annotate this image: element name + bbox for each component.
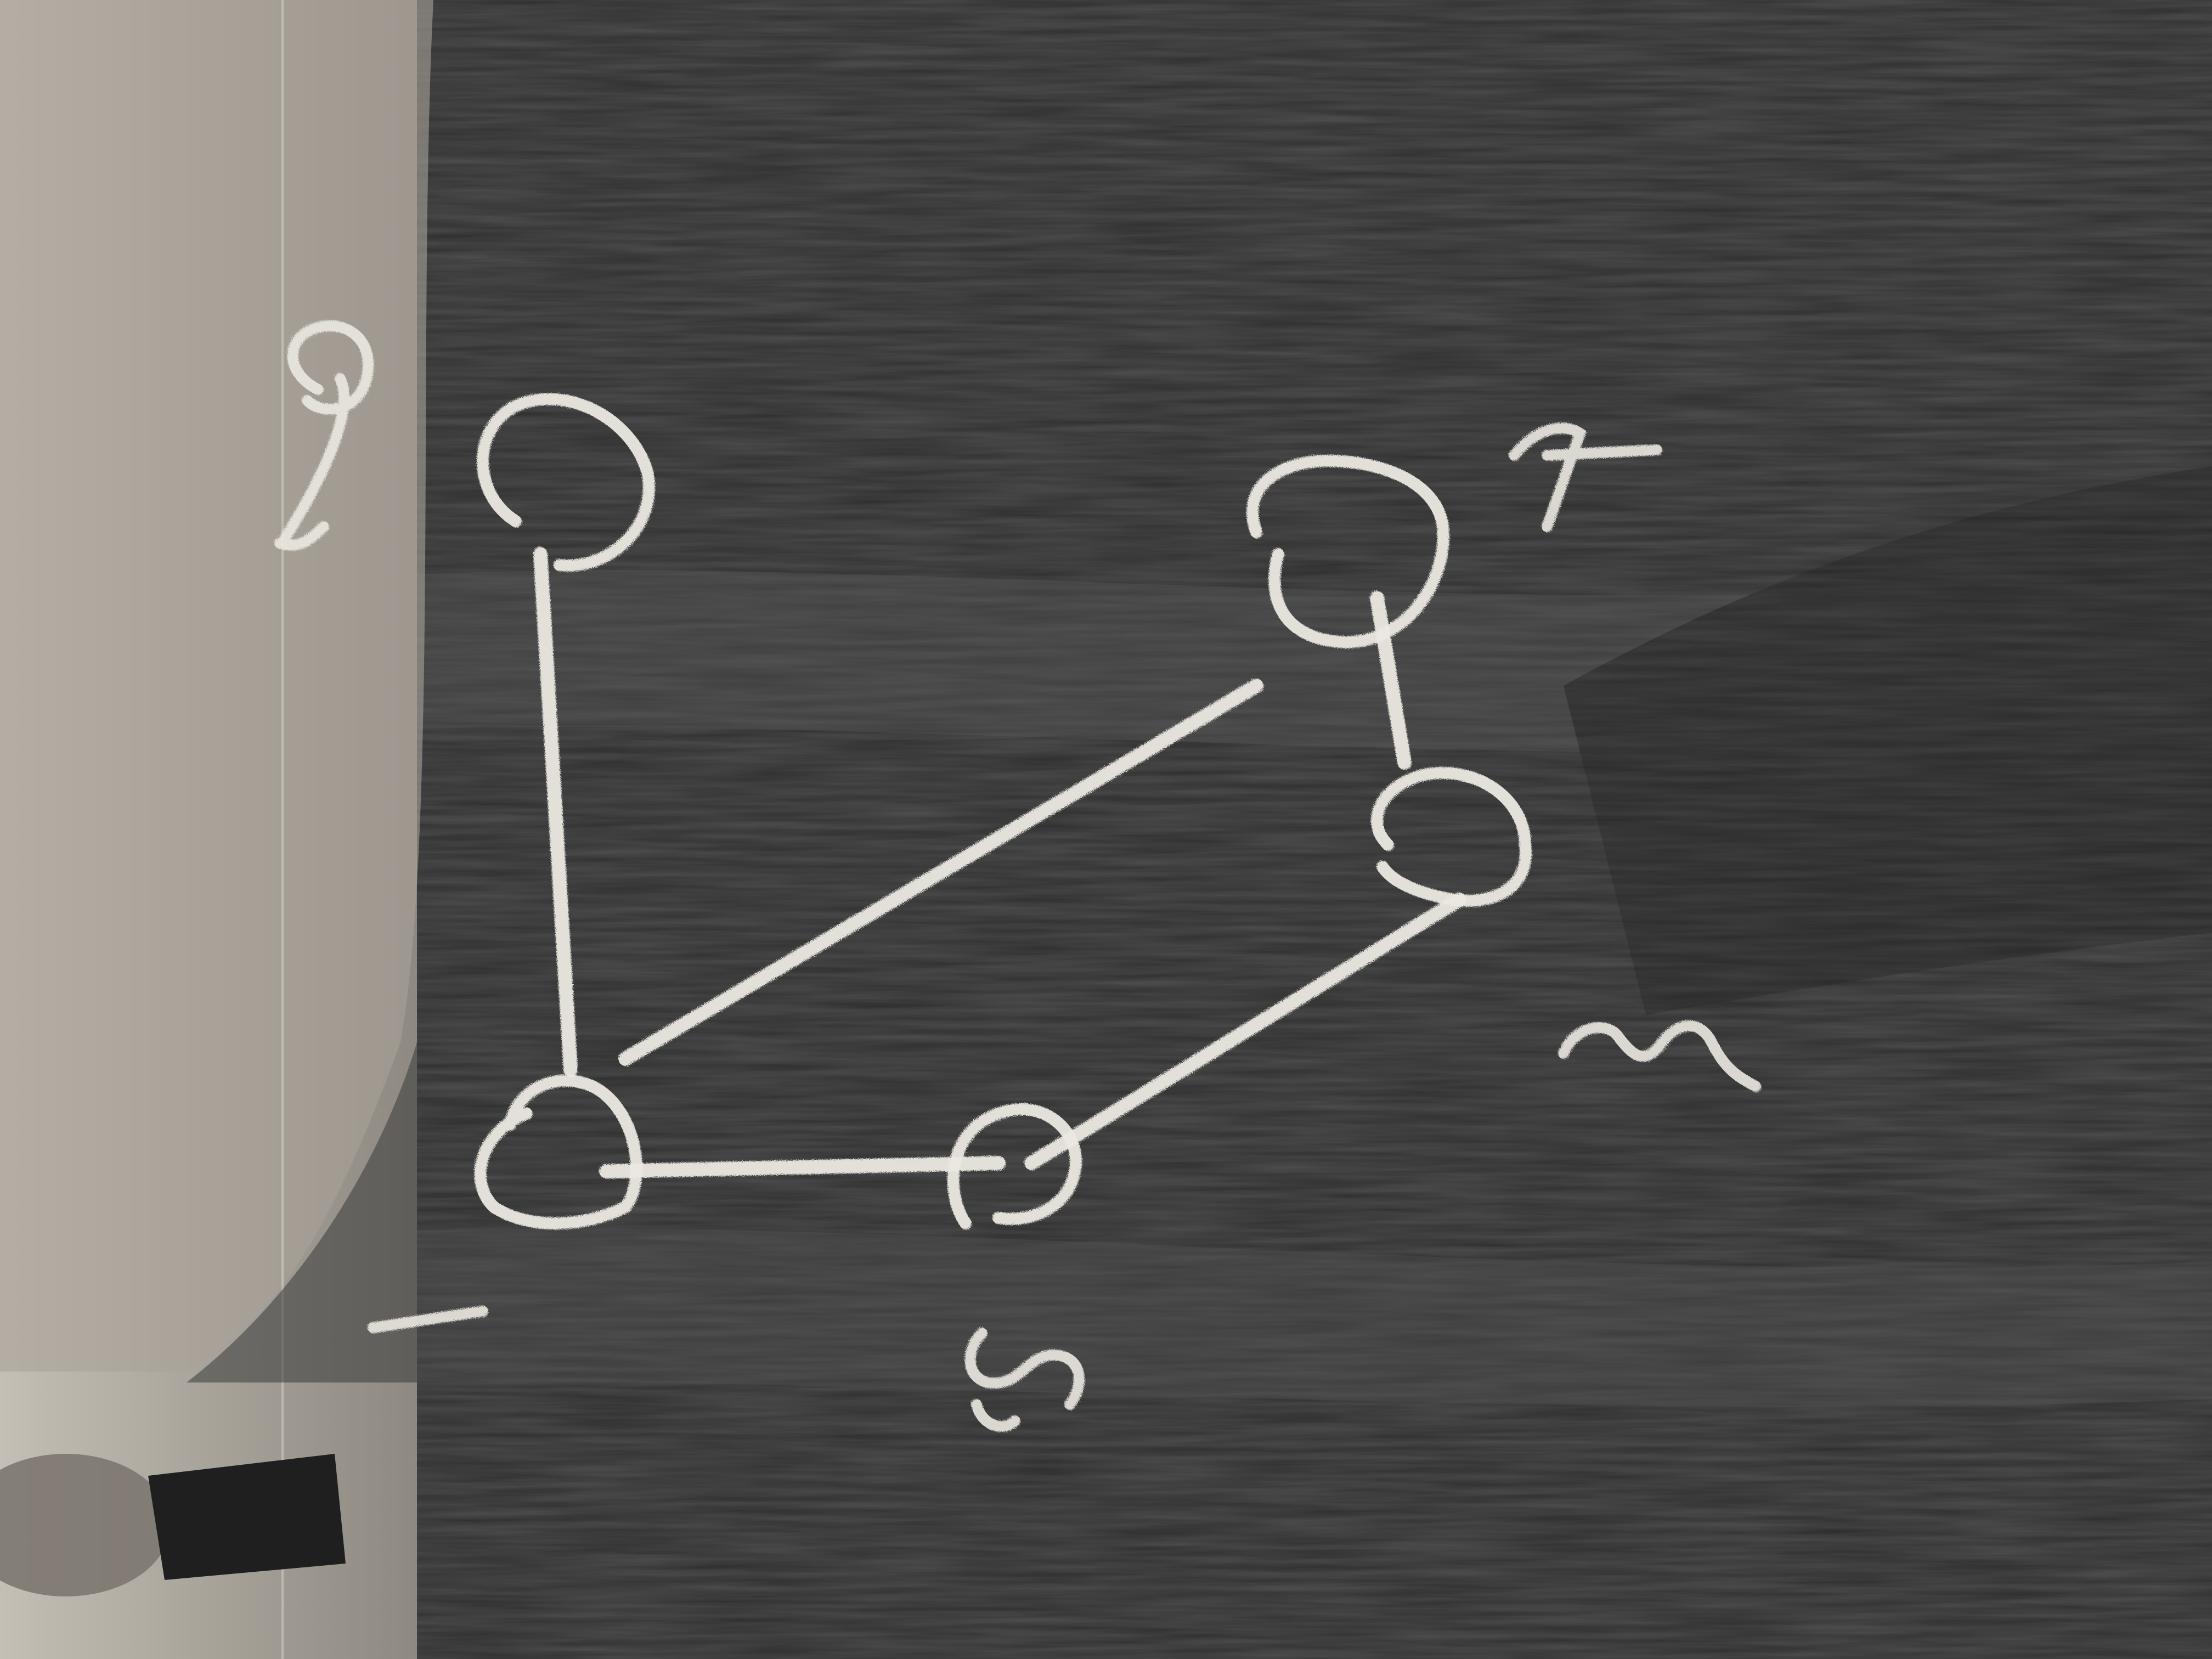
graph-node-4 xyxy=(1246,454,1449,648)
label-3 xyxy=(1558,1020,1761,1092)
graph-node-top-left xyxy=(477,393,655,572)
board-frame xyxy=(0,0,433,1659)
graph-node-1 xyxy=(474,1074,642,1229)
label-6 xyxy=(274,320,374,551)
chalk-eraser-object xyxy=(0,1454,346,1596)
edge-1-4 xyxy=(618,679,1263,1066)
eraser-smears xyxy=(329,466,2212,1407)
label-4 xyxy=(1509,422,1662,532)
label-1 xyxy=(368,1306,488,1333)
edge-1-6 xyxy=(533,547,578,1077)
graph-node-2 xyxy=(947,1103,1082,1229)
edge-4-3 xyxy=(1370,591,1412,770)
graph-edges xyxy=(533,547,1466,1178)
graph-nodes xyxy=(474,393,1532,1229)
label-2 xyxy=(964,1328,1085,1432)
edge-1-2 xyxy=(599,1156,1006,1178)
graph-labels xyxy=(274,320,1761,1432)
graph-node-3 xyxy=(1371,766,1532,907)
edge-2-3 xyxy=(1024,893,1466,1170)
